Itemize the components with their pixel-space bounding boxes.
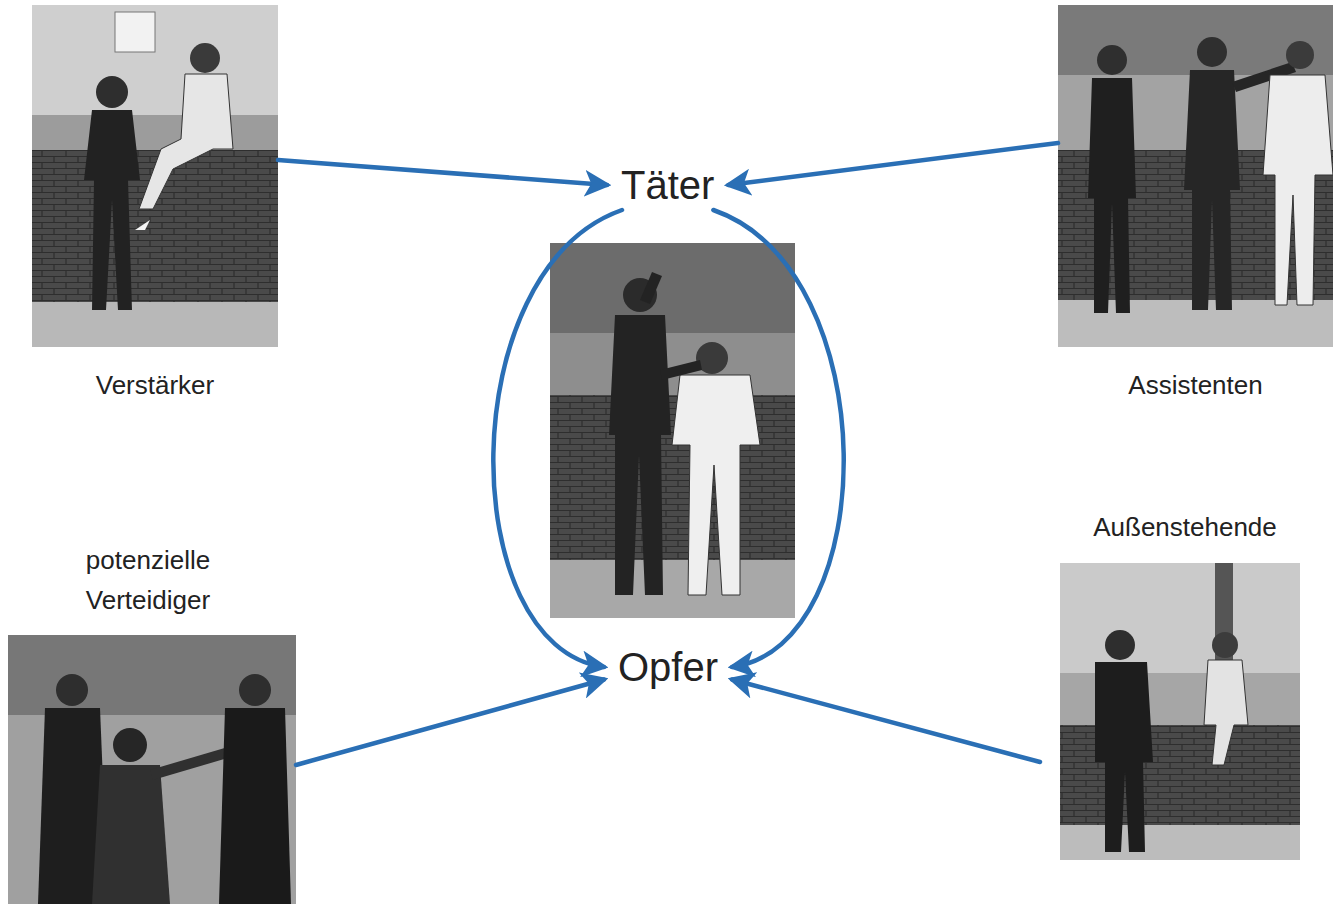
photo-ground	[32, 5, 278, 347]
person-sitting	[1204, 660, 1248, 765]
person-head	[1286, 41, 1314, 69]
person-head	[1197, 37, 1227, 67]
person-head	[1212, 632, 1238, 658]
photo-ground	[8, 635, 296, 904]
trees	[8, 635, 296, 715]
role-photo: Verstärker	[32, 5, 278, 405]
person	[92, 765, 170, 904]
photo-ground	[550, 243, 795, 618]
arm	[660, 360, 702, 380]
person-head	[239, 674, 271, 706]
aggressor	[609, 315, 671, 595]
photo-ground	[1058, 5, 1333, 347]
photo-bullying-scene	[550, 243, 795, 618]
photo-outsiders	[1060, 563, 1300, 860]
person-head	[56, 674, 88, 706]
raised-arm	[640, 272, 662, 304]
role-photo: potenzielle Verteidiger	[8, 540, 296, 904]
person-holding	[1184, 70, 1240, 310]
influence-arrow	[732, 680, 1040, 763]
photo-assistants	[1058, 5, 1333, 347]
role-caption: Außenstehende	[1093, 512, 1277, 542]
pavement	[550, 560, 795, 618]
caption-box: potenzielle Verteidiger	[38, 540, 258, 620]
caption-box: Außenstehende	[1040, 507, 1330, 547]
photo-ground	[1060, 563, 1300, 860]
shoe	[135, 220, 150, 230]
brick-wall	[550, 395, 795, 560]
caption-box: Assistenten	[1058, 365, 1333, 405]
influence-arrow	[713, 210, 843, 667]
role-photo: Assistenten	[1058, 5, 1333, 405]
trees	[1058, 5, 1333, 75]
role-title: Täter	[621, 162, 714, 208]
role-caption: potenzielle Verteidiger	[86, 545, 210, 615]
photo-defenders	[8, 635, 296, 904]
person-standing	[84, 110, 140, 310]
building	[32, 5, 278, 115]
influence-arrow	[493, 210, 622, 667]
building	[1060, 563, 1300, 673]
influence-arrow	[728, 143, 1058, 185]
person-head	[190, 43, 220, 73]
role-caption: Assistenten	[1128, 370, 1262, 400]
person-head	[1105, 630, 1135, 660]
role-title: Opfer	[618, 644, 718, 690]
influence-arrow	[296, 680, 604, 766]
victim	[672, 375, 760, 595]
person-head	[113, 728, 147, 762]
trees	[550, 243, 795, 333]
person-sitting	[139, 74, 233, 209]
person-standing	[1095, 662, 1153, 852]
pavement	[1060, 825, 1300, 860]
role-photo: Außenstehende	[1040, 505, 1330, 860]
person-head	[96, 76, 128, 108]
role-label: Opfer	[604, 642, 732, 692]
person-held	[1263, 75, 1333, 305]
photo-reinforcers	[32, 5, 278, 347]
person	[219, 708, 291, 904]
window	[115, 12, 155, 52]
role-label: Täter	[607, 160, 728, 210]
person-watching	[1088, 78, 1136, 313]
caption-box: Verstärker	[32, 365, 278, 405]
person-head	[1097, 45, 1127, 75]
pavement	[32, 302, 278, 347]
role-caption: Verstärker	[96, 370, 215, 400]
influence-arrow	[278, 160, 607, 185]
